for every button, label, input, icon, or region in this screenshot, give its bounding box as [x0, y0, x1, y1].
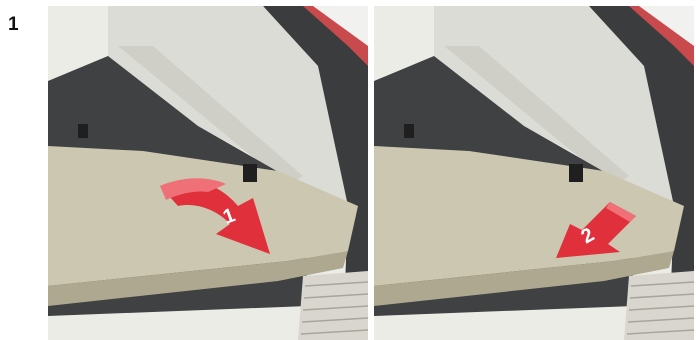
cargo-cover-illustration: 1 [48, 6, 368, 340]
storage-grille [298, 271, 368, 340]
illustration-panel-step-2: 2 [374, 6, 694, 340]
cargo-cover-illustration: 2 [374, 6, 694, 340]
illustration-panel-step-1: 1 [48, 6, 368, 340]
hook-bracket [243, 164, 257, 182]
storage-grille [624, 271, 694, 340]
hook-bracket [569, 164, 583, 182]
step-number: 1 [8, 14, 19, 36]
